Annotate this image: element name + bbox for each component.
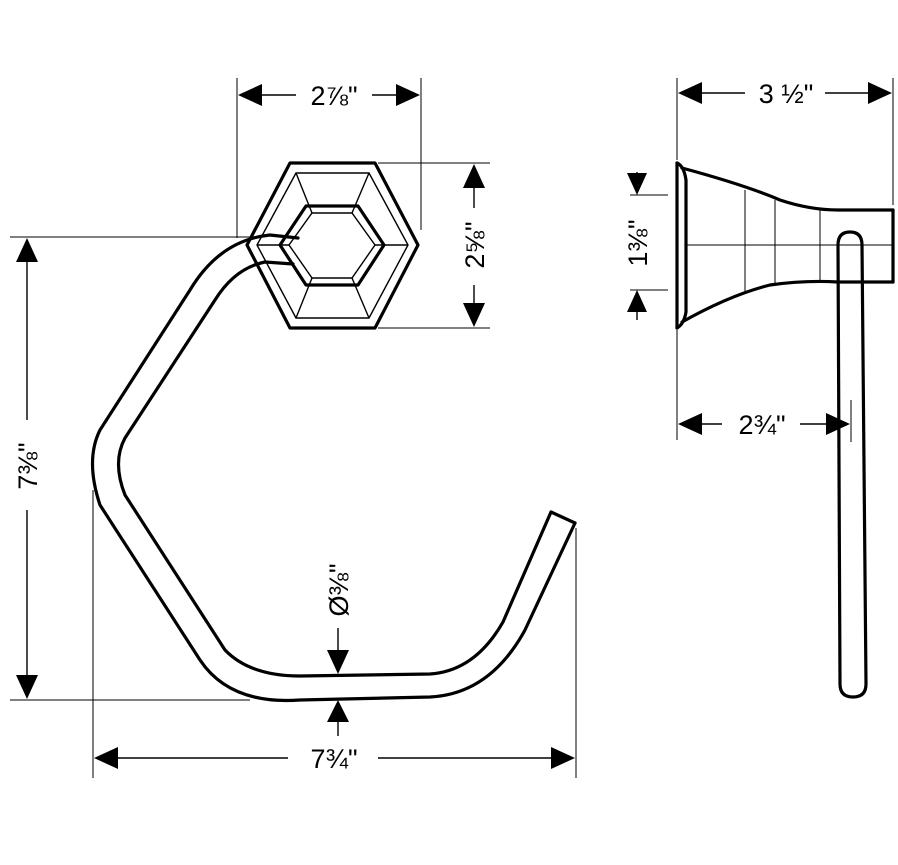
front-view: 2⅞" 2⅝" 7⅜" Ø⅜" — [10, 78, 577, 778]
dim-overall-width: 7¾" — [94, 744, 575, 774]
dim-side-depth-total: 3 ½" — [678, 79, 892, 109]
side-flared-body — [680, 166, 895, 324]
dim-overall-height-label: 7⅜" — [13, 442, 43, 489]
front-extension-lines — [10, 78, 577, 778]
side-view: 3 ½" 1⅜" 2¾" — [623, 78, 895, 699]
dim-plate-height: 2⅝" — [460, 164, 490, 327]
dim-overall-width-label: 7¾" — [310, 744, 357, 774]
dim-top-plate-width: 2⅞" — [238, 81, 420, 111]
dim-plate-height-label: 2⅝" — [460, 221, 490, 268]
towel-ring-rod — [90, 233, 577, 703]
dim-side-plate-thickness-label: 1⅜" — [623, 219, 653, 266]
dim-top-plate-width-label: 2⅞" — [310, 81, 357, 111]
side-extension-lines — [630, 78, 894, 442]
dim-side-depth-total-label: 3 ½" — [759, 79, 814, 109]
side-ring-rod — [836, 230, 868, 699]
dim-side-plate-thickness: 1⅜" — [623, 172, 653, 320]
dim-side-ring-depth-label: 2¾" — [738, 410, 785, 440]
dim-rod-diameter-label: Ø⅜" — [324, 563, 354, 616]
hex-mounting-plate — [245, 161, 420, 330]
dim-side-ring-depth: 2¾" — [678, 410, 850, 440]
side-wall-plate — [675, 161, 688, 330]
dim-rod-diameter: Ø⅜" — [324, 563, 354, 736]
dim-overall-height: 7⅜" — [13, 238, 43, 699]
